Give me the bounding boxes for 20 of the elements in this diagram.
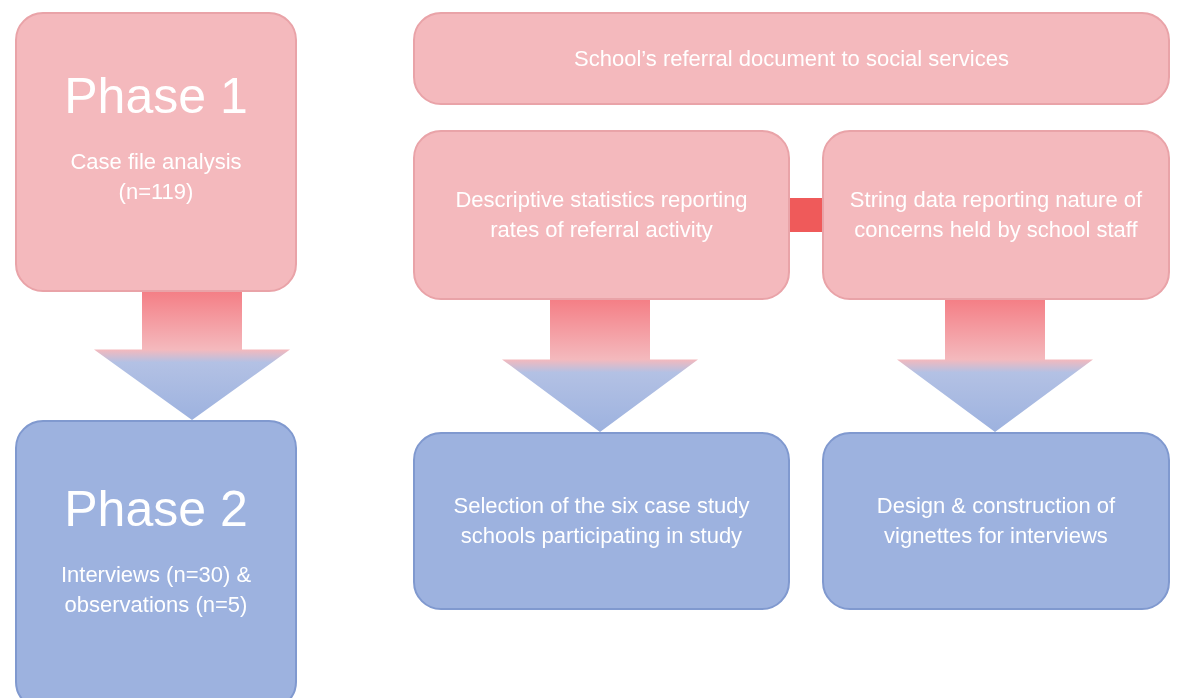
phase-heading: Phase 1 xyxy=(64,66,248,126)
block-arrow xyxy=(94,292,290,420)
process-box xyxy=(822,432,1170,610)
process-box xyxy=(15,420,297,698)
box-text: String data reporting nature of concerns held by school staff xyxy=(848,186,1144,244)
block-arrow xyxy=(502,300,698,432)
process-box xyxy=(413,130,790,300)
process-box xyxy=(413,432,790,610)
connector-bar xyxy=(790,198,822,232)
box-text: Design & construction of vignettes for interviews xyxy=(875,492,1117,550)
process-box xyxy=(822,130,1170,300)
process-box xyxy=(413,12,1170,105)
process-box xyxy=(15,12,297,292)
block-arrow xyxy=(897,300,1093,432)
box-text: Descriptive statistics reporting rates of referral activity xyxy=(454,186,749,244)
box-text: Interviews (n=30) & observations (n=5) xyxy=(59,561,253,620)
box-text: Selection of the six case study schools participating in study xyxy=(452,492,751,550)
box-text: Case file analysis (n=119) xyxy=(69,148,243,207)
phase-heading: Phase 2 xyxy=(64,479,248,539)
box-text: School’s referral document to social services xyxy=(574,44,1009,73)
